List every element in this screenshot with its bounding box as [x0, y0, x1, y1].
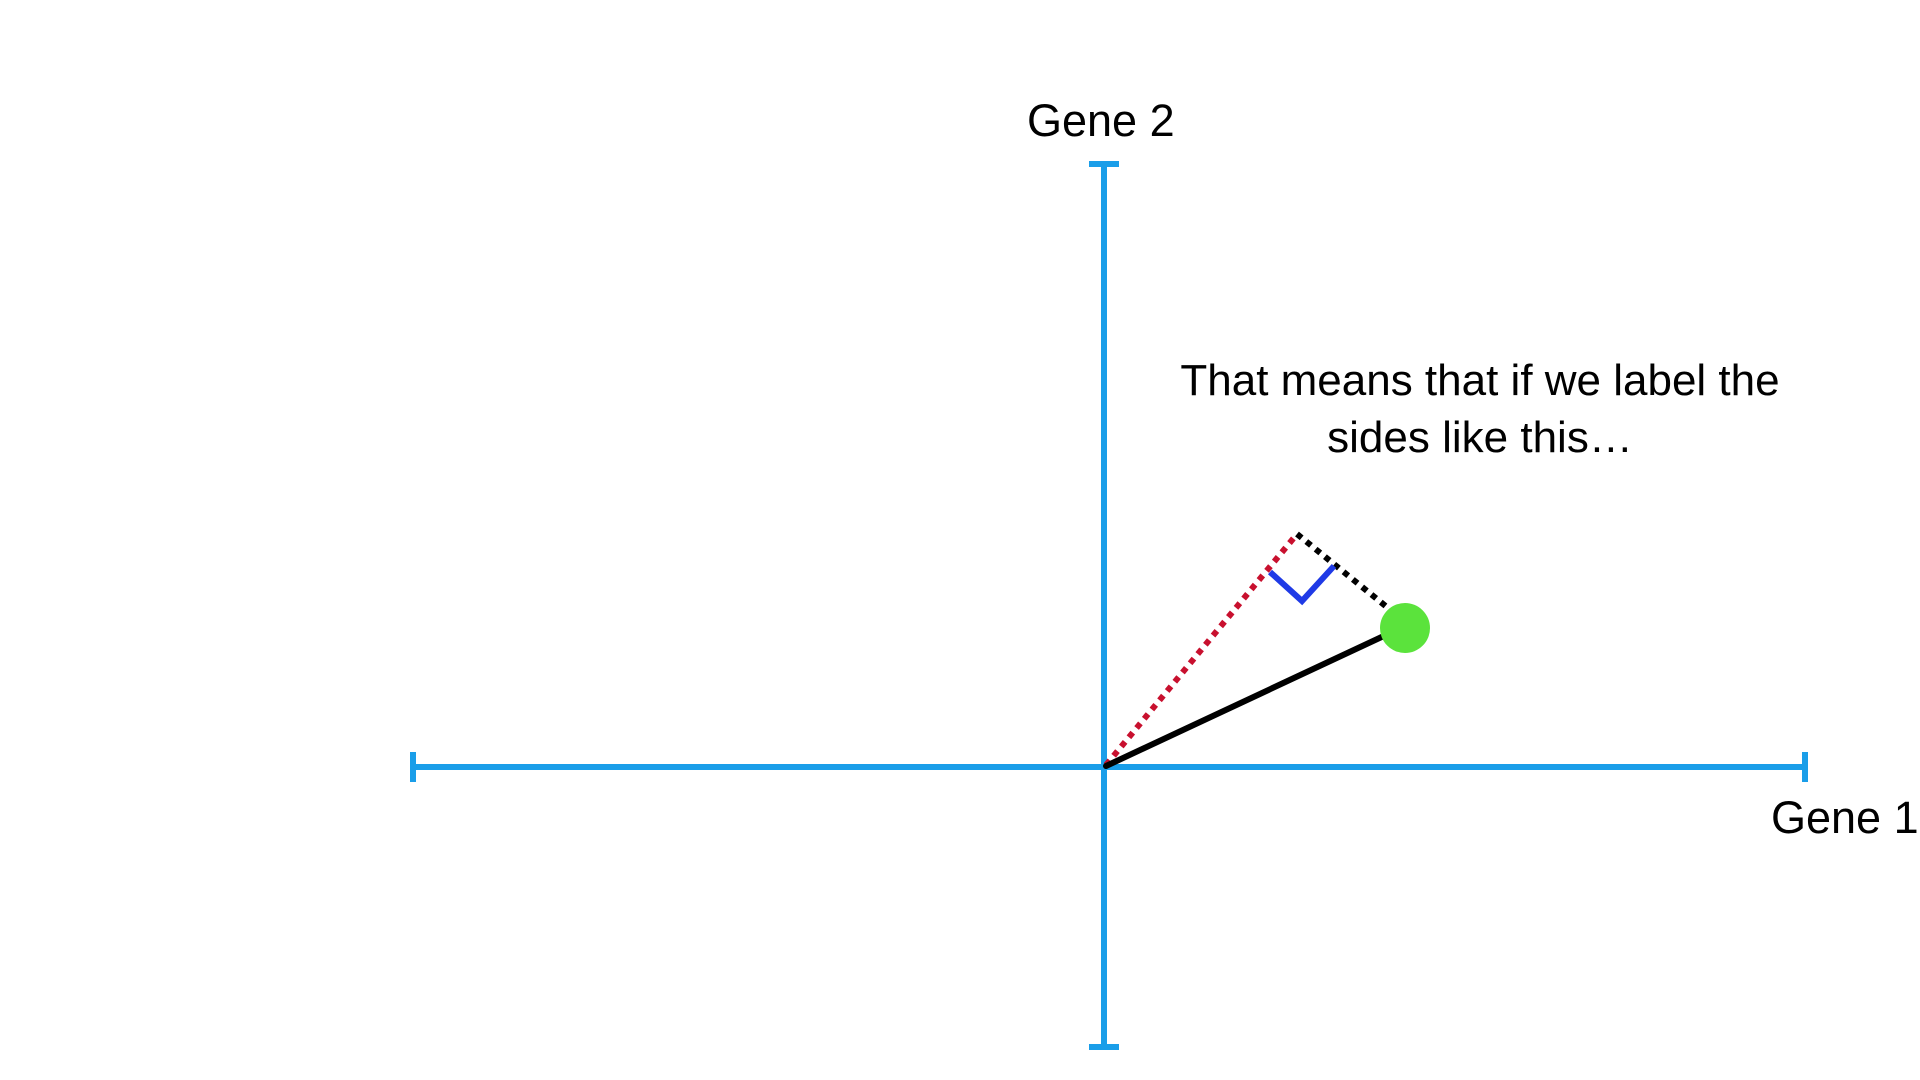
- caption-line-1: That means that if we label the: [1180, 356, 1780, 405]
- origin-to-point-line: [1103, 631, 1391, 769]
- right-angle-marker: [1267, 563, 1337, 606]
- black-dotted-side: [1295, 531, 1390, 611]
- gene2-axis-label: Gene 2: [1027, 95, 1175, 146]
- data-point: [1380, 603, 1430, 653]
- gene1-axis-label: Gene 1: [1771, 792, 1919, 843]
- red-dotted-side: [1103, 532, 1300, 767]
- caption-text: That means that if we label the sides li…: [1130, 352, 1830, 466]
- caption-line-2: sides like this…: [1327, 413, 1633, 462]
